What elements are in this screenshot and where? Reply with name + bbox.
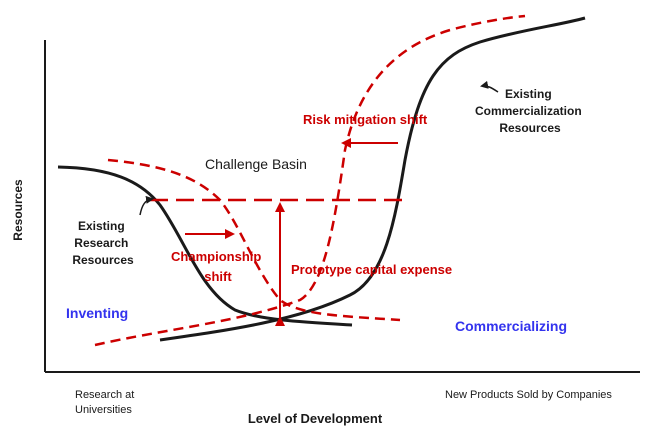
- championship-shift-label: Championship shift: [171, 249, 265, 284]
- risk-mitigation-label: Risk mitigation shift: [303, 112, 428, 127]
- prototype-label: Prototype capital expense: [291, 262, 452, 277]
- challenge-basin-label: Challenge Basin: [205, 156, 307, 172]
- shifted-commercialization-curve: [94, 14, 526, 347]
- inventing-label: Inventing: [66, 305, 128, 321]
- existing-research-label: Existing Research Resources: [72, 219, 134, 267]
- commercializing-label: Commercializing: [455, 318, 567, 334]
- x-axis-label: Level of Development: [248, 411, 383, 426]
- x-right-label: New Products Sold by Companies: [445, 389, 612, 401]
- existing-commercialization-label: Existing Commercialization Resources: [475, 87, 585, 135]
- shifted-research-curve: [107, 158, 401, 322]
- x-left-label: Research at Universities: [75, 389, 137, 416]
- existing-commercialization-curve: [159, 16, 586, 342]
- commercialization-pointer-arrow: [480, 80, 499, 93]
- y-axis-label: Resources: [11, 179, 25, 241]
- research-pointer-arrow: [139, 195, 154, 216]
